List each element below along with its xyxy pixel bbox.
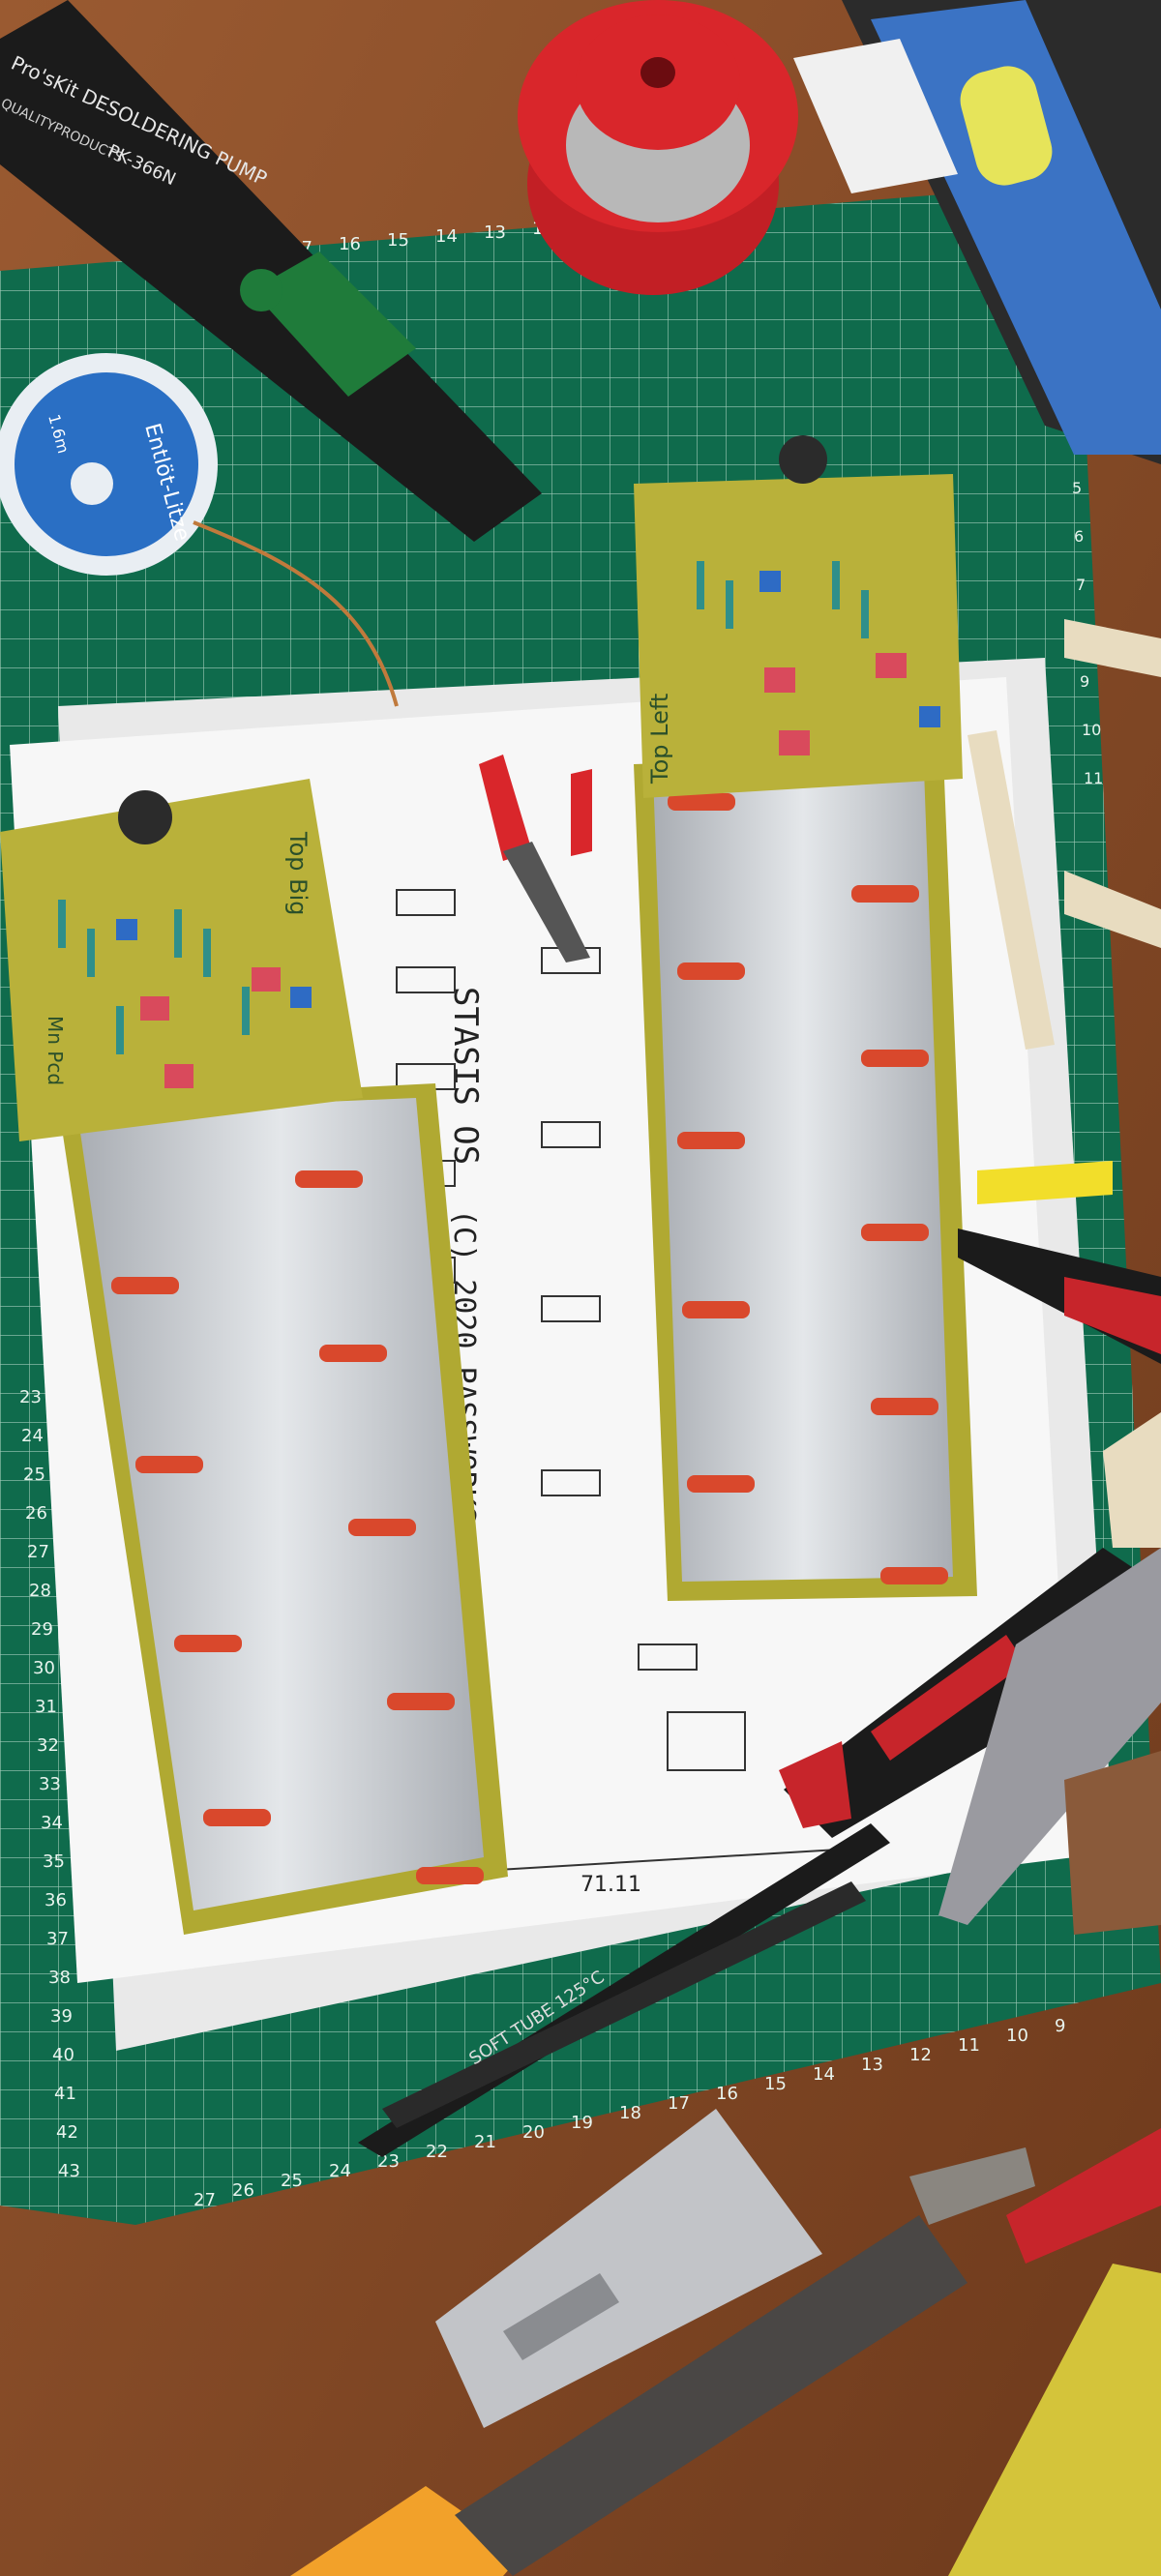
mat-number: 6: [1074, 527, 1084, 546]
solder-braid: Entlöt-Litze 1.6m: [0, 353, 399, 707]
mat-number: 27: [194, 2190, 216, 2210]
cleaning-sponge: [948, 2264, 1161, 2576]
right-input-pcb: Top Left: [634, 435, 963, 798]
dimension-label: 71.11: [580, 1873, 641, 1897]
mat-number: 39: [50, 2006, 73, 2027]
mat-number: 22: [426, 2142, 448, 2162]
mat-number: 14: [435, 226, 458, 247]
mat-number: 14: [813, 2064, 835, 2085]
mat-numbers-bottom: 27 26 25 24 23 22 21 20 19 18 17 16 15 1…: [194, 2016, 1065, 2210]
mat-number: 24: [329, 2161, 351, 2181]
mat-number: 13: [861, 2055, 883, 2075]
mat-number: 16: [716, 2084, 738, 2104]
mat-number: 18: [619, 2103, 641, 2123]
mat-number: 42: [56, 2122, 78, 2143]
mat-number: 7: [1076, 576, 1086, 594]
mat-number: 35: [43, 1851, 65, 1872]
mat-number: 37: [46, 1929, 69, 1949]
mat-number: 43: [58, 2161, 80, 2181]
mat-number: 25: [281, 2171, 303, 2191]
mat-number: 36: [45, 1890, 67, 1910]
mat-number: 13: [484, 222, 506, 243]
mat-number: 26: [25, 1503, 47, 1524]
mat-number: 41: [54, 2084, 76, 2104]
left-amp-board: [58, 1083, 508, 1935]
pliers: [938, 1548, 1161, 1935]
mat-number: 20: [522, 2122, 545, 2143]
pcb-right-label: Top Left: [646, 694, 673, 785]
mat-number: 5: [1072, 479, 1082, 497]
right-amp-board: [634, 755, 977, 1601]
top-right-tool: [793, 0, 1161, 464]
mat-number: 11: [958, 2035, 980, 2056]
mat-number: 12: [909, 2045, 932, 2065]
mat-number: 11: [1084, 769, 1103, 787]
print-title: STASIS OS: [446, 987, 485, 1165]
mat-number: 30: [33, 1658, 55, 1678]
mat-number: 9: [1055, 2016, 1065, 2036]
metal-bracket: [435, 2109, 822, 2428]
mat-number: 38: [48, 1968, 71, 1988]
soldering-iron: [290, 2128, 1161, 2576]
mat-number: 10: [1006, 2026, 1028, 2046]
mat-number: 31: [35, 1697, 57, 1717]
mat-number: 27: [27, 1542, 49, 1562]
mat-number: 9: [1080, 672, 1089, 691]
mat-number: 24: [21, 1426, 44, 1446]
paper-scraps: [968, 619, 1161, 1548]
test-leads: [958, 1161, 1161, 1364]
mat-numbers-left: 23 24 25 26 27 28 29 30 31 32 33 34 35 3…: [19, 1387, 80, 2181]
mat-number: 32: [37, 1735, 59, 1756]
mat-number: 25: [23, 1465, 45, 1485]
mat-number: 21: [474, 2132, 496, 2152]
mat-number: 10: [1082, 721, 1101, 739]
solder-spool: [518, 0, 798, 295]
mat-number: 23: [19, 1387, 42, 1407]
mat-number: 28: [29, 1581, 51, 1601]
mat-number: 40: [52, 2045, 74, 2065]
alligator-clip: [479, 755, 592, 962]
mat-number: 34: [41, 1813, 63, 1833]
mat-number: 29: [31, 1619, 53, 1640]
pcb-left-side: Mn Pcd: [44, 1016, 67, 1085]
mat-number: 17: [668, 2093, 690, 2114]
mat-number: 33: [39, 1774, 61, 1794]
pcb-left-label: Top Big: [284, 831, 312, 916]
mat-number: 16: [339, 234, 361, 254]
left-input-pcb: Top Big Mn Pcd: [0, 779, 363, 1141]
mat-number: 26: [232, 2180, 254, 2201]
mat-number: 15: [387, 230, 409, 251]
mat-number: 19: [571, 2113, 593, 2133]
mat-number: 15: [764, 2074, 787, 2094]
